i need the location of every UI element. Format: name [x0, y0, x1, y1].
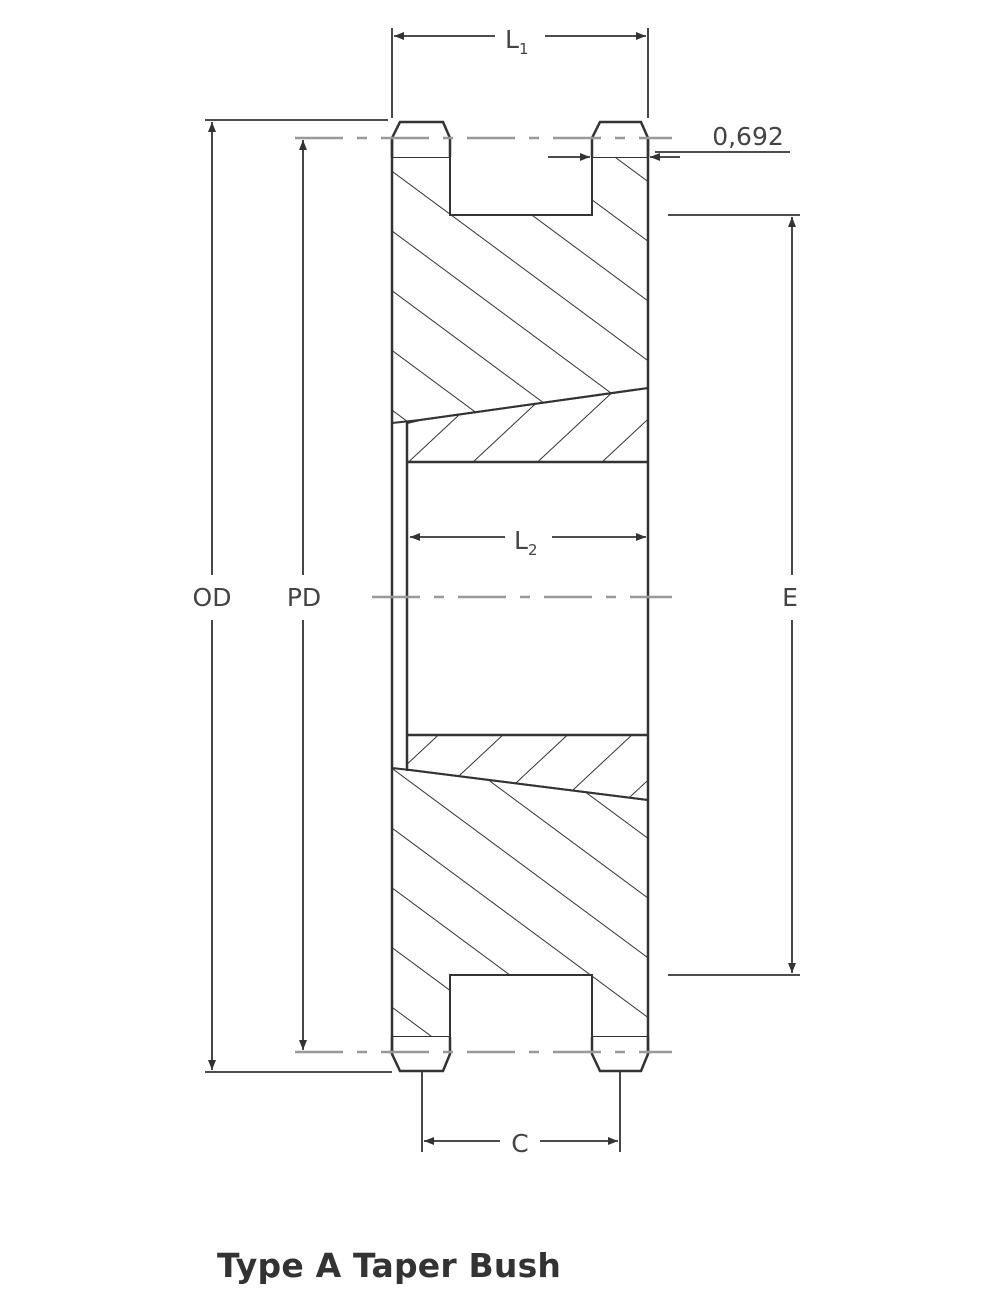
- hub-hatch-upper: [391, 156, 649, 425]
- dimension-l1: [391, 28, 649, 118]
- dimension-od: [205, 119, 392, 1073]
- label-e: E: [782, 583, 798, 612]
- label-tooth-width: 0,692: [712, 122, 784, 151]
- label-l2: L2: [514, 526, 537, 559]
- label-pd: PD: [287, 583, 321, 612]
- label-c: C: [511, 1129, 528, 1158]
- center-lines: [295, 136, 672, 1054]
- hub-hatch-lower: [391, 766, 649, 1038]
- label-od: OD: [193, 583, 232, 612]
- dimension-e: [668, 214, 800, 976]
- dimension-c: [421, 1072, 621, 1152]
- dimension-tooth-width: [548, 151, 790, 161]
- label-l1: L1: [505, 25, 528, 58]
- drawing-title: Type A Taper Bush: [217, 1246, 562, 1285]
